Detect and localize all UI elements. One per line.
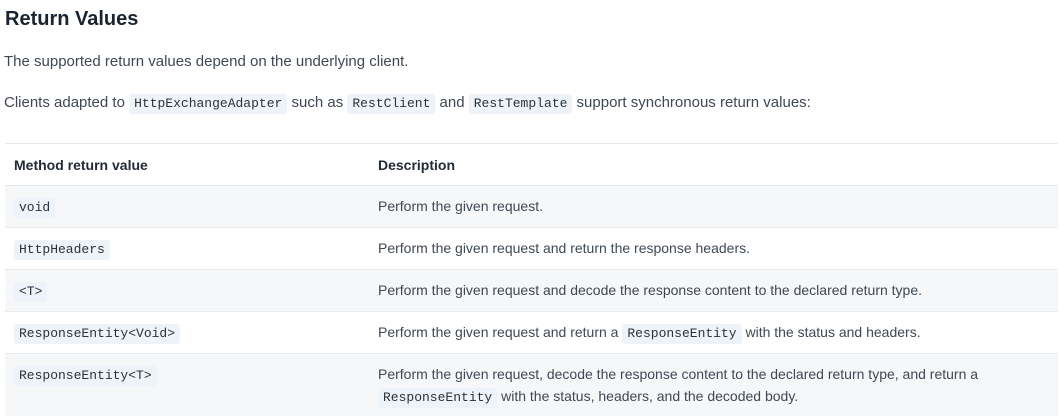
table-row: <T> Perform the given request and decode … bbox=[5, 269, 1058, 312]
return-value-code: void bbox=[14, 198, 56, 218]
table-header-row: Method return value Description bbox=[5, 143, 1058, 186]
description-cell: Perform the given request and return the… bbox=[369, 227, 1058, 270]
table-row: ResponseEntity<T> Perform the given reque… bbox=[5, 353, 1058, 416]
return-value-cell: void bbox=[5, 185, 369, 228]
inline-code: ResponseEntity bbox=[622, 324, 742, 344]
description-cell: Perform the given request and return a R… bbox=[369, 311, 1058, 354]
return-value-cell: <T> bbox=[5, 269, 369, 312]
clients-paragraph: Clients adapted to HttpExchangeAdapter s… bbox=[4, 92, 1059, 115]
return-value-code: <T> bbox=[14, 282, 48, 302]
inline-code: ResponseEntity bbox=[378, 388, 498, 408]
return-value-code: HttpHeaders bbox=[14, 240, 110, 260]
description-cell: Perform the given request. bbox=[369, 185, 1058, 228]
return-value-cell: HttpHeaders bbox=[5, 227, 369, 270]
inline-code: HttpExchangeAdapter bbox=[129, 94, 288, 114]
table-row: void Perform the given request. bbox=[5, 185, 1058, 228]
inline-code: RestTemplate bbox=[468, 94, 573, 114]
return-value-code: ResponseEntity<T> bbox=[14, 366, 157, 386]
intro-paragraph: The supported return values depend on th… bbox=[4, 53, 409, 70]
column-header-method-return-value: Method return value bbox=[5, 143, 369, 186]
return-value-code: ResponseEntity<Void> bbox=[14, 324, 181, 344]
page-title: Return Values bbox=[5, 8, 139, 30]
return-value-cell: ResponseEntity<T> bbox=[5, 353, 369, 416]
description-cell: Perform the given request, decode the re… bbox=[369, 353, 1058, 416]
table-row: HttpHeaders Perform the given request and… bbox=[5, 227, 1058, 270]
description-cell: Perform the given request and decode the… bbox=[369, 269, 1058, 312]
inline-code: RestClient bbox=[347, 94, 436, 114]
return-value-cell: ResponseEntity<Void> bbox=[5, 311, 369, 354]
table-row: ResponseEntity<Void> Perform the given re… bbox=[5, 311, 1058, 354]
column-header-description: Description bbox=[369, 143, 1058, 186]
